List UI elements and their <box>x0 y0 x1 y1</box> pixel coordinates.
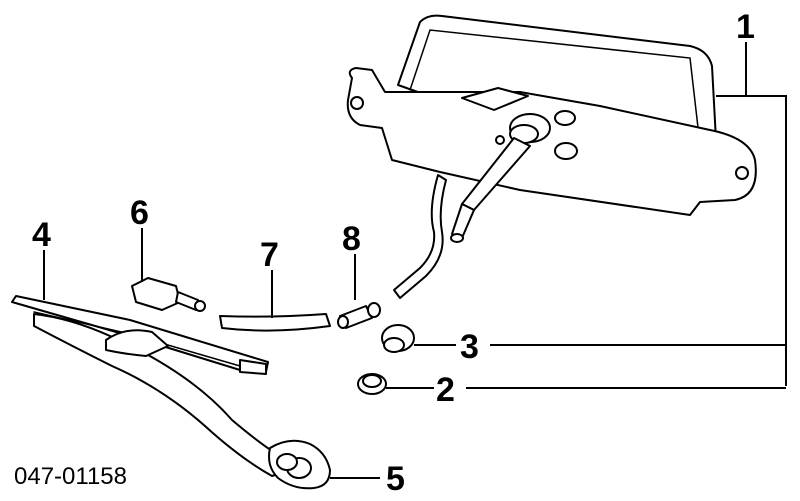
wiper-arm-cap <box>276 453 298 471</box>
grommet <box>381 324 415 353</box>
part-code: 047-01158 <box>14 463 127 490</box>
callout-2: 2 <box>436 371 455 409</box>
washer-nozzle <box>131 277 206 312</box>
mounting-bracket <box>346 67 757 216</box>
pivot-collar <box>495 135 505 145</box>
callout-7: 7 <box>260 236 279 274</box>
hose-connector <box>337 302 381 329</box>
callout-1: 1 <box>736 8 755 46</box>
callout-4: 4 <box>32 216 51 254</box>
motor-housing-inner-edge <box>409 29 701 146</box>
callout-8: 8 <box>342 220 361 258</box>
bracket-hole-lower <box>554 142 578 160</box>
callout-3: 3 <box>460 328 479 366</box>
wiper-motor-assembly <box>346 14 757 243</box>
blade-end-cap <box>239 359 267 375</box>
bracket-hole-right <box>735 166 749 180</box>
wiper-arm-hinge <box>105 329 169 357</box>
nozzle-tip <box>194 300 206 312</box>
leader-lines <box>43 42 787 479</box>
spacer <box>357 373 387 395</box>
callout-5: 5 <box>386 460 405 498</box>
nozzle-body <box>131 277 181 311</box>
wiper-arm <box>33 313 331 490</box>
pivot-shaft-tip <box>451 203 475 239</box>
bracket-hole-left <box>350 96 364 110</box>
pivot-shaft-end <box>450 233 464 243</box>
callout-6: 6 <box>130 194 149 232</box>
washer-hose <box>219 313 331 332</box>
motor-wire <box>393 174 447 299</box>
leader-1 <box>716 42 787 386</box>
bracket-hole-upper <box>554 110 576 126</box>
bracket-tab <box>461 87 529 111</box>
